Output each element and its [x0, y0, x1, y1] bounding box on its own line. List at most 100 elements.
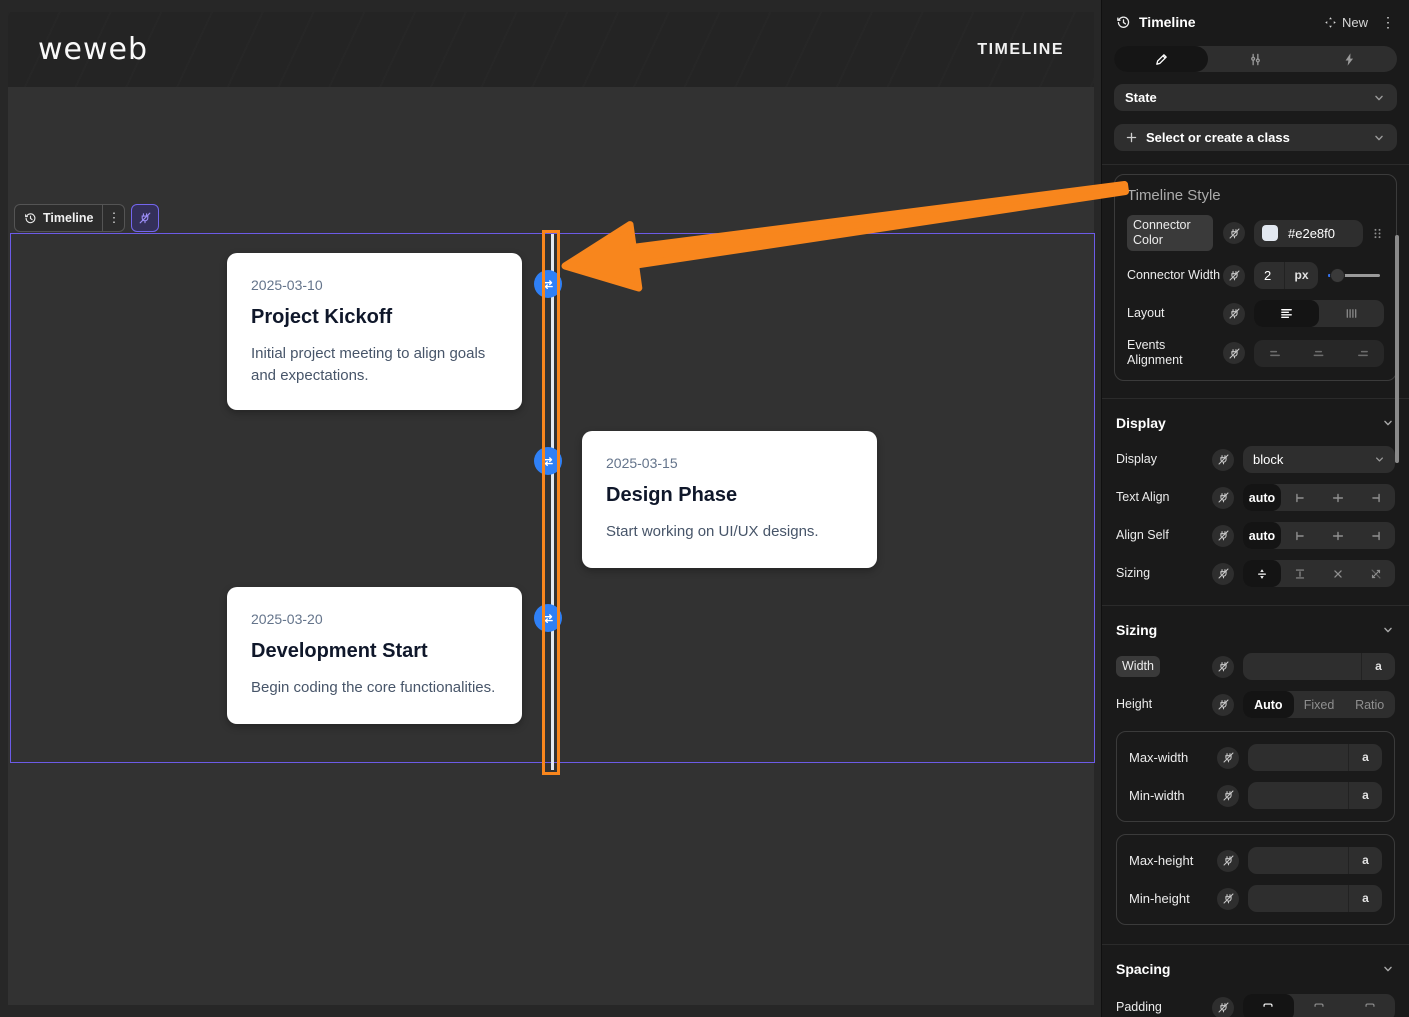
events-align-left-option[interactable] [1254, 340, 1297, 367]
text-align-left-option[interactable] [1281, 484, 1319, 511]
text-align-right-option[interactable] [1357, 484, 1395, 511]
max-width-unit[interactable]: a [1348, 744, 1382, 771]
align-self-start-option[interactable] [1281, 522, 1319, 549]
bind-button[interactable] [1223, 302, 1245, 325]
divider [1102, 164, 1409, 165]
timeline-card[interactable]: 2025-03-15 Design Phase Start working on… [582, 431, 877, 568]
bind-icon [1228, 307, 1241, 320]
sizing-none-option[interactable] [1319, 560, 1357, 587]
align-left-icon [1293, 529, 1307, 543]
events-align-right-option[interactable] [1341, 340, 1384, 367]
events-align-center-option[interactable] [1297, 340, 1340, 367]
chip-bind-button[interactable] [131, 204, 160, 232]
chevron-down-icon[interactable] [1381, 623, 1395, 637]
width-unit[interactable]: a [1361, 653, 1395, 680]
connector-selection-outline [542, 230, 560, 775]
bind-button[interactable] [1217, 849, 1239, 872]
width-input[interactable]: a [1243, 653, 1395, 680]
events-alignment-label: Events Alignment [1127, 338, 1183, 367]
panel-menu-button[interactable]: ⋮ [1381, 13, 1395, 30]
connector-color-input[interactable]: #e2e8f0 [1254, 219, 1363, 247]
bind-button[interactable] [1223, 264, 1245, 287]
bind-button[interactable] [1217, 784, 1239, 807]
tab-settings[interactable] [1208, 46, 1302, 72]
sizing-expand-option[interactable] [1357, 560, 1395, 587]
padding-axis-option[interactable] [1294, 994, 1345, 1017]
width-limits-group: Max-width a Min-width a [1116, 731, 1395, 822]
padding-sides-option[interactable] [1344, 994, 1395, 1017]
bind-button[interactable] [1212, 693, 1234, 716]
connector-width-input[interactable]: 2 px [1254, 262, 1318, 289]
chip-menu-button[interactable]: ⋮ [107, 210, 121, 225]
max-height-unit[interactable]: a [1348, 847, 1382, 874]
drag-handle[interactable] [1371, 227, 1384, 240]
align-center-icon [1331, 529, 1345, 543]
height-fixed-option[interactable]: Fixed [1303, 697, 1335, 712]
bind-icon [1222, 789, 1235, 802]
bind-button[interactable] [1212, 524, 1234, 547]
display-section-title: Display [1116, 415, 1166, 431]
align-self-end-option[interactable] [1357, 522, 1395, 549]
align-left-icon [1293, 491, 1307, 505]
align-self-auto-option[interactable]: auto [1243, 522, 1281, 549]
height-auto-option[interactable]: Auto [1243, 691, 1294, 718]
connector-width-unit[interactable]: px [1284, 262, 1318, 289]
min-height-input[interactable]: a [1248, 885, 1382, 912]
site-nav-link[interactable]: TIMELINE [977, 40, 1064, 58]
padding-all-option[interactable] [1243, 994, 1294, 1017]
chevron-down-icon[interactable] [1381, 962, 1395, 976]
bind-button[interactable] [1217, 746, 1239, 769]
rows-icon [1279, 306, 1294, 321]
x-icon [1331, 567, 1345, 581]
chevron-down-icon[interactable] [1381, 416, 1395, 430]
height-segmented: Auto Fixed Ratio [1243, 691, 1395, 718]
min-height-unit[interactable]: a [1348, 885, 1382, 912]
state-select[interactable]: State [1114, 84, 1397, 111]
panel-scrollbar[interactable] [1395, 235, 1399, 463]
plus-icon [1125, 131, 1138, 144]
bind-icon [1222, 854, 1235, 867]
bind-icon [1217, 698, 1230, 711]
timeline-card[interactable]: 2025-03-20 Development Start Begin codin… [227, 587, 522, 724]
sizing-fixed-option[interactable] [1281, 560, 1319, 587]
bind-button[interactable] [1212, 486, 1234, 509]
bind-button[interactable] [1212, 996, 1234, 1017]
tab-workflows[interactable] [1303, 46, 1397, 72]
timeline-connector-line[interactable] [551, 234, 554, 770]
bind-button[interactable] [1223, 222, 1245, 244]
connector-width-slider[interactable] [1328, 262, 1380, 289]
layout-horizontal-option[interactable] [1319, 300, 1384, 327]
connector-width-value[interactable]: 2 [1264, 268, 1272, 283]
padding-box-icon [1261, 1001, 1275, 1015]
display-select[interactable]: block [1243, 446, 1395, 473]
class-select[interactable]: Select or create a class [1114, 124, 1397, 151]
slider-track[interactable] [1328, 274, 1380, 277]
bind-icon [1228, 227, 1241, 240]
bind-button[interactable] [1217, 887, 1239, 910]
align-self-center-option[interactable] [1319, 522, 1357, 549]
text-align-center-option[interactable] [1319, 484, 1357, 511]
color-swatch[interactable] [1262, 225, 1278, 241]
bind-button[interactable] [1212, 562, 1234, 585]
tab-styles[interactable] [1114, 46, 1209, 72]
timeline-element-icon [24, 212, 37, 225]
timeline-card[interactable]: 2025-03-10 Project Kickoff Initial proje… [227, 253, 522, 410]
selected-element-chip[interactable]: Timeline ⋮ [14, 204, 126, 232]
min-width-unit[interactable]: a [1348, 782, 1382, 809]
min-width-input[interactable]: a [1248, 782, 1382, 809]
align-lines-center-icon [1311, 346, 1326, 361]
height-ratio-option[interactable]: Ratio [1355, 697, 1385, 712]
sizing-fit-option[interactable] [1243, 560, 1281, 587]
max-width-input[interactable]: a [1248, 744, 1382, 771]
bind-button[interactable] [1212, 448, 1234, 471]
text-align-auto-option[interactable]: auto [1243, 484, 1281, 511]
max-height-input[interactable]: a [1248, 847, 1382, 874]
layout-vertical-option[interactable] [1254, 300, 1319, 327]
bind-button[interactable] [1223, 342, 1245, 364]
move-icon [1324, 16, 1337, 29]
slider-knob[interactable] [1330, 268, 1345, 283]
max-height-label: Max-height [1129, 852, 1194, 868]
new-state-button[interactable]: New [1324, 15, 1368, 30]
padding-box-icon [1312, 1001, 1326, 1015]
bind-button[interactable] [1212, 655, 1234, 678]
